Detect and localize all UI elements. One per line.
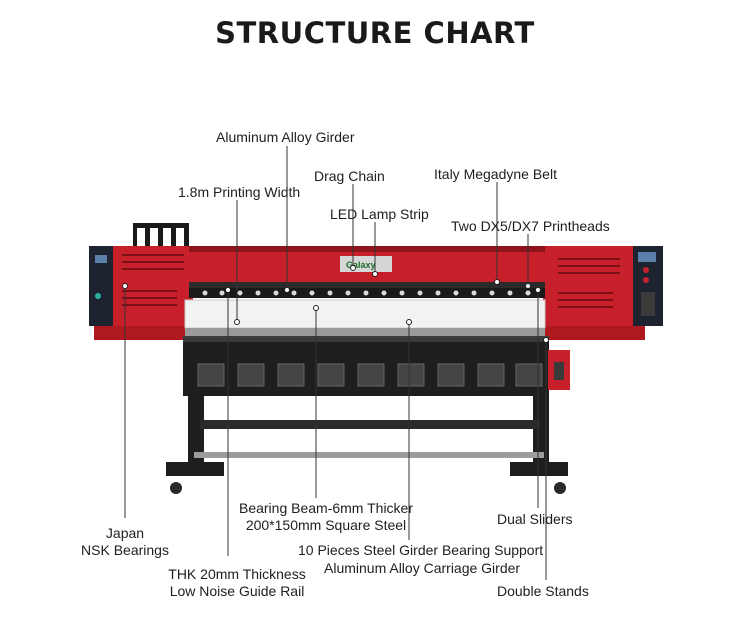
label-led-lamp-strip: LED Lamp Strip	[330, 206, 429, 223]
label-printheads: Two DX5/DX7 Printheads	[451, 218, 610, 235]
label-japan-line2: NSK Bearings	[74, 542, 176, 559]
label-italy-megadyne-belt: Italy Megadyne Belt	[434, 166, 557, 183]
ink-tanks	[133, 223, 189, 247]
label-bearing-beam-line1: Bearing Beam-6mm Thicker	[228, 500, 424, 517]
label-printing-width: 1.8m Printing Width	[178, 184, 300, 201]
label-steel-girder-support: 10 Pieces Steel Girder Bearing Support	[298, 542, 543, 559]
carriage-beam: Galaxy	[189, 246, 545, 288]
label-japan-line1: Japan	[74, 525, 176, 542]
label-aluminum-alloy-girder: Aluminum Alloy Girder	[216, 129, 355, 146]
label-carriage-girder: Aluminum Alloy Carriage Girder	[324, 560, 520, 577]
label-double-stands: Double Stands	[497, 583, 589, 600]
lower-body	[183, 336, 570, 396]
label-thk-line1: THK 20mm Thickness	[158, 566, 316, 583]
media-platen	[185, 300, 545, 336]
label-dual-sliders: Dual Sliders	[497, 511, 572, 528]
label-thk-line2: Low Noise Guide Rail	[158, 583, 316, 600]
double-stands-illustration	[166, 396, 568, 494]
label-drag-chain: Drag Chain	[314, 168, 385, 185]
left-housing	[89, 246, 194, 340]
label-bearing-beam: Bearing Beam-6mm Thicker 200*150mm Squar…	[228, 500, 424, 534]
guide-rail	[189, 288, 545, 298]
label-thk-guide-rail: THK 20mm Thickness Low Noise Guide Rail	[158, 566, 316, 600]
label-bearing-beam-line2: 200*150mm Square Steel	[228, 517, 424, 534]
right-housing	[543, 246, 663, 340]
label-japan-nsk: Japan NSK Bearings	[74, 525, 176, 559]
